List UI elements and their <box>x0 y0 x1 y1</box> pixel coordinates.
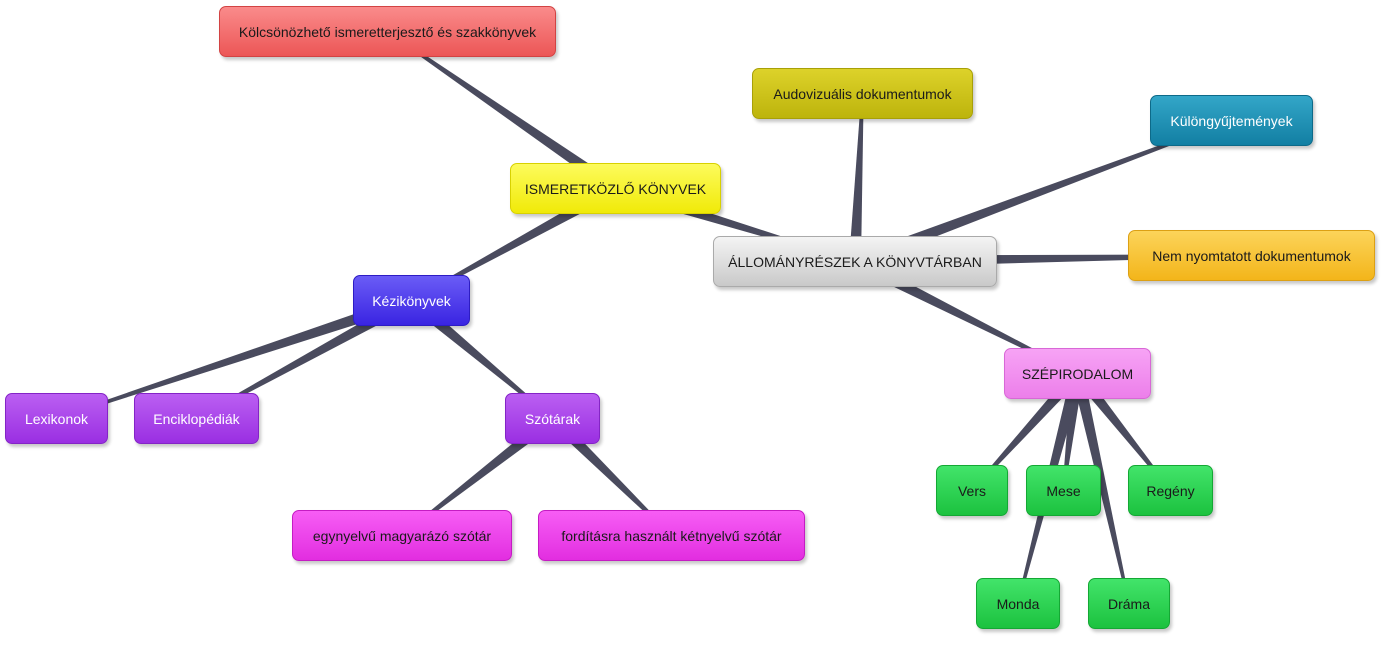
node-label: egynyelvű magyarázó szótár <box>312 527 492 544</box>
node-label: ÁLLOMÁNYRÉSZEK A KÖNYVTÁRBAN <box>728 253 982 270</box>
node-label: Kölcsönözhető ismeretterjesztő és szakkö… <box>238 23 537 40</box>
link-szotarak-egynyelvu <box>401 413 557 537</box>
node-label: fordításra használt kétnyelvű szótár <box>561 527 782 544</box>
node-monda[interactable]: Monda <box>976 578 1060 629</box>
node-kulongyujtemenyek[interactable]: Különgyűjtemények <box>1150 95 1313 146</box>
link-kezikonyvek-lexikonok <box>56 294 414 420</box>
link-szepirodalom-vers <box>971 369 1082 492</box>
node-kolcsonozheto-ismeretterjeszto[interactable]: Kölcsönözhető ismeretterjesztő és szakkö… <box>219 6 556 57</box>
link-ismeretkozlo-kolcsonozheto <box>386 30 619 194</box>
node-label: Különgyűjtemények <box>1170 112 1293 129</box>
link-szepirodalom-regeny <box>1072 369 1172 492</box>
node-mese[interactable]: Mese <box>1026 465 1101 516</box>
link-kezikonyvek-szotarak <box>407 295 554 420</box>
node-szotarak[interactable]: Szótárak <box>505 393 600 444</box>
node-drama[interactable]: Dráma <box>1088 578 1170 629</box>
node-label: Regény <box>1146 482 1195 499</box>
node-kezikonyvek[interactable]: Kézikönyvek <box>353 275 470 326</box>
node-vers[interactable]: Vers <box>936 465 1008 516</box>
node-label: Enciklopédiák <box>153 410 240 427</box>
node-lexikonok[interactable]: Lexikonok <box>5 393 108 444</box>
node-ismeretkozlo-konyvek[interactable]: ISMERETKÖZLŐ KÖNYVEK <box>510 163 721 214</box>
node-label: Szótárak <box>524 410 581 427</box>
node-label: ISMERETKÖZLŐ KÖNYVEK <box>524 180 707 197</box>
link-szotarak-forditasra <box>548 414 673 537</box>
node-label: Kézikönyvek <box>372 292 451 309</box>
node-nem-nyomtatott-dokumentumok[interactable]: Nem nyomtatott dokumentumok <box>1128 230 1375 281</box>
node-label: Dráma <box>1107 595 1150 612</box>
node-forditasra-kentnyelvu-szotar[interactable]: fordításra használt kétnyelvű szótár <box>538 510 805 561</box>
node-label: SZÉPIRODALOM <box>1021 365 1134 382</box>
node-audiovizualis-dokumentumok[interactable]: Audovizuális dokumentumok <box>752 68 973 119</box>
node-label: Lexikonok <box>24 410 89 427</box>
link-szepirodalom-mese <box>1062 372 1084 491</box>
node-enciklopediak[interactable]: Enciklopédiák <box>134 393 259 444</box>
node-label: Monda <box>996 595 1040 612</box>
link-kezikonyvek-enciklopediak <box>195 295 415 420</box>
link-allomanyreszek-kulongyujtemenyek <box>852 119 1232 268</box>
node-label: Vers <box>957 482 986 499</box>
node-allomanyreszek-root[interactable]: ÁLLOMÁNYRÉSZEK A KÖNYVTÁRBAN <box>713 236 997 287</box>
link-allomanyreszek-audiovizualis <box>849 93 864 262</box>
node-szepirodalom[interactable]: SZÉPIRODALOM <box>1004 348 1151 399</box>
node-label: Nem nyomtatott dokumentumok <box>1152 247 1351 264</box>
node-label: Audovizuális dokumentumok <box>773 85 952 102</box>
node-label: Mese <box>1046 482 1081 499</box>
node-regeny[interactable]: Regény <box>1128 465 1213 516</box>
node-egynyelvu-magyarazo-szotar[interactable]: egynyelvű magyarázó szótár <box>292 510 512 561</box>
